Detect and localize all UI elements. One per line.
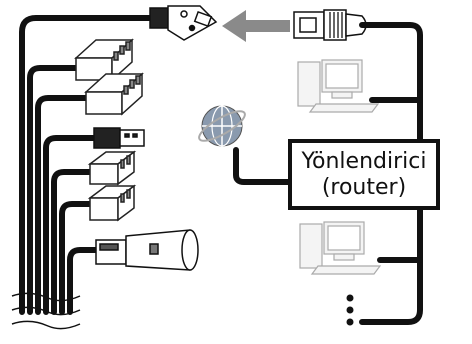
router-label-line1: Yönlendirici xyxy=(301,148,427,174)
cable-right xyxy=(233,22,423,325)
camera-lens-icon xyxy=(95,229,199,271)
adapter-icon xyxy=(149,5,218,41)
router-box: Yönlendirici (router) xyxy=(288,139,440,210)
usb-plug-icon xyxy=(93,127,145,149)
cable-camera xyxy=(67,247,101,315)
phone-jack-icon xyxy=(87,150,137,186)
cable-jack-4 xyxy=(59,201,95,315)
cable-jack-3 xyxy=(51,169,95,315)
phone-jack-icon xyxy=(74,38,134,82)
ellipsis-icon xyxy=(346,294,354,326)
cable-to-adapter xyxy=(19,15,163,315)
router-label-line2: (router) xyxy=(321,174,407,200)
globe-icon xyxy=(198,105,246,147)
cable-bundle xyxy=(19,15,163,315)
arrow-left-icon xyxy=(222,10,290,42)
trunk-cut xyxy=(11,292,81,330)
cable-jack-1 xyxy=(27,65,83,315)
cable-jack-2 xyxy=(35,95,93,315)
cable-usb xyxy=(43,135,99,315)
phone-jack-icon xyxy=(84,72,144,116)
computer-icon xyxy=(299,221,382,275)
phone-jack-icon xyxy=(87,184,137,222)
computer-icon xyxy=(297,59,380,113)
lan-plug-icon xyxy=(293,9,367,41)
